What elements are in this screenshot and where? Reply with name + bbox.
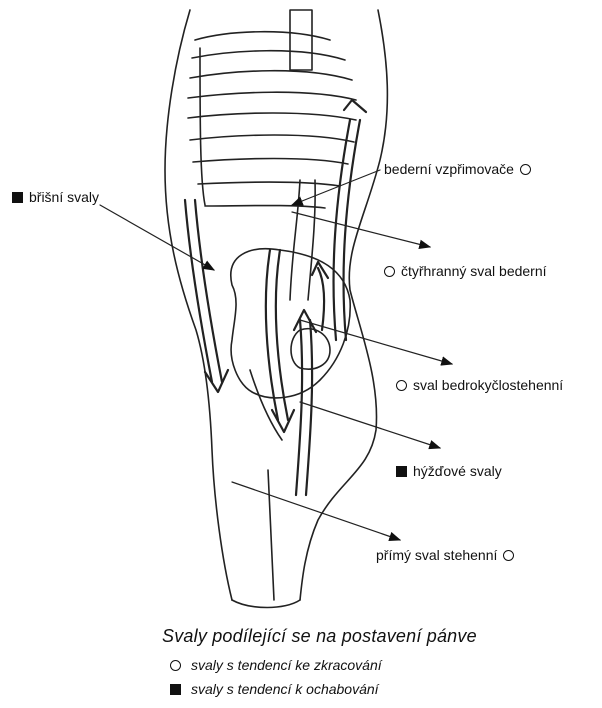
circle-outline-icon (520, 164, 531, 175)
legend-weakening-text: svaly s tendencí k ochabování (191, 681, 379, 697)
rectus-arrow (296, 320, 302, 495)
label-rectus-text: přímý sval stehenní (376, 546, 497, 564)
filled-square-icon (170, 684, 181, 695)
gluteal-arrow (318, 268, 324, 330)
erector-arrow (334, 120, 350, 340)
figure-caption: Svaly podílející se na postavení pánve (162, 626, 477, 647)
label-quadratus-text: čtyřhranný sval bederní (401, 262, 547, 280)
label-iliopsoas-text: sval bedrokyčlostehenní (413, 376, 563, 394)
label-erector-text: bederní vzpřimovače (384, 160, 514, 178)
label-abdominal-text: břišní svaly (29, 188, 99, 206)
legend-shortening: svaly s tendencí ke zkracování (170, 657, 382, 673)
pointer-gluteal (300, 402, 440, 448)
ribcage (188, 32, 356, 208)
filled-square-icon (396, 466, 407, 477)
label-rectus-femoris: přímý sval stehenní (376, 546, 514, 564)
spine (290, 10, 312, 70)
label-iliopsoas: sval bedrokyčlostehenní (396, 376, 563, 394)
legend-shortening-text: svaly s tendencí ke zkracování (191, 657, 382, 673)
circle-outline-icon (170, 660, 181, 671)
label-gluteal-text: hýžďové svaly (413, 462, 502, 480)
label-quadratus-lumborum: čtyřhranný sval bederní (384, 262, 547, 280)
pointer-erector (292, 170, 380, 205)
pointer-rectus (232, 482, 400, 540)
circle-outline-icon (384, 266, 395, 277)
circle-outline-icon (396, 380, 407, 391)
pointer-iliopsoas (300, 320, 452, 364)
label-abdominal-muscles: břišní svaly (12, 188, 99, 206)
thigh-outline (268, 470, 274, 600)
legend-weakening: svaly s tendencí k ochabování (170, 681, 379, 697)
pelvis (231, 249, 350, 398)
label-gluteal-muscles: hýžďové svaly (396, 462, 502, 480)
label-lumbar-erectors: bederní vzpřimovače (384, 160, 531, 178)
circle-outline-icon (503, 550, 514, 561)
filled-square-icon (12, 192, 23, 203)
